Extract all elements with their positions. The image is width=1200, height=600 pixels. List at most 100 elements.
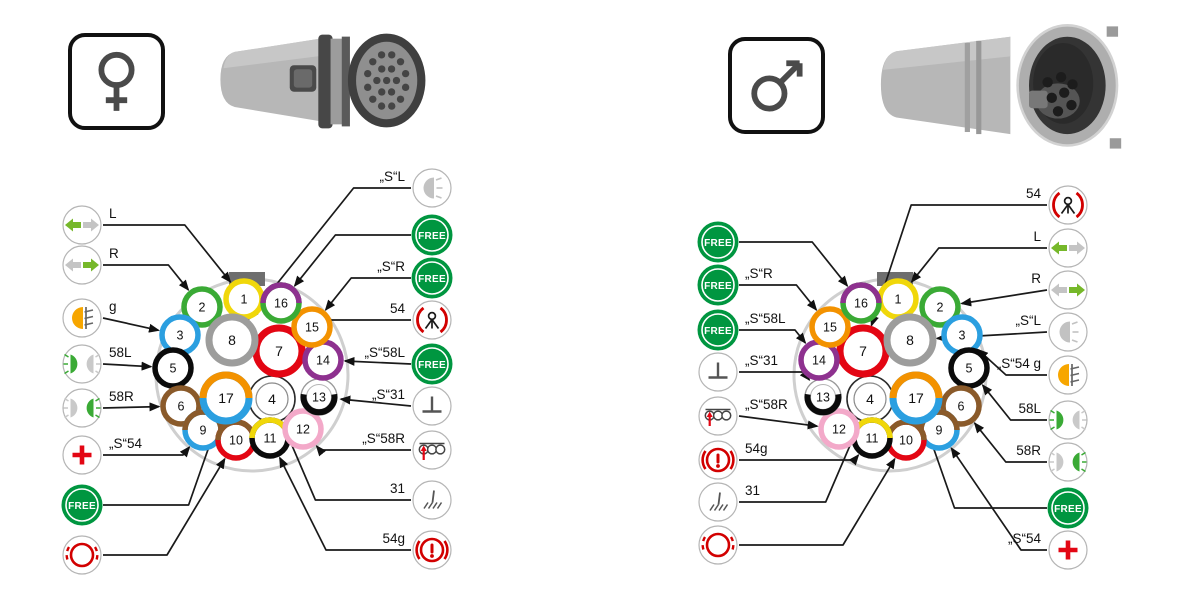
pin-12: 12 xyxy=(282,408,324,450)
pin-number: 5 xyxy=(170,362,177,376)
pin-number: 11 xyxy=(264,432,277,446)
lamp-58r-icon xyxy=(1048,442,1088,482)
pin-number: 16 xyxy=(854,297,868,311)
pin-10: 10 xyxy=(215,419,257,461)
leader-line-pin-5 xyxy=(102,361,153,371)
pin-number: 15 xyxy=(823,321,837,335)
leader-line-pin-15 xyxy=(739,284,818,311)
leader-line-pin-14 xyxy=(739,329,807,344)
pin-2: 2 xyxy=(181,286,223,328)
pin-number: 13 xyxy=(312,391,326,405)
callout-label-pin-15: „S“R xyxy=(745,266,773,281)
pin-2: 2 xyxy=(919,286,961,328)
pin-number: 7 xyxy=(859,343,867,359)
callout-icons-labels: FREE FREE „S“R FREE „S“58L „S“31 „S“58R 54g 3 15 4… xyxy=(697,185,1089,570)
pin-number: 2 xyxy=(199,301,206,315)
pin-number: 3 xyxy=(177,329,184,343)
callout-label-pin-14: „S“58L xyxy=(745,311,786,326)
pin-1: 1 xyxy=(223,278,265,320)
male-connector-photo xyxy=(855,18,1145,158)
leader-line-pin-3 xyxy=(977,348,1047,376)
callout-label-pin-7: 54 xyxy=(1026,186,1042,201)
pin-17: 17 xyxy=(889,371,943,425)
pin-15: 15 xyxy=(291,306,333,348)
pin-3: 3 xyxy=(941,314,983,356)
leader-line-pin-4 xyxy=(281,422,411,501)
callout-label-pin-12: „S“58R xyxy=(745,397,788,412)
callout-label-pin-1: L xyxy=(1033,229,1041,244)
lamp-s-icon xyxy=(1048,312,1088,352)
pin-number: 16 xyxy=(274,297,288,311)
svg-text:FREE: FREE xyxy=(704,238,732,249)
leader-line-pin-12 xyxy=(315,445,411,457)
svg-text:FREE: FREE xyxy=(418,231,446,242)
svg-text:FREE: FREE xyxy=(1054,504,1082,515)
pin-number: 3 xyxy=(959,329,966,343)
pin-number: 10 xyxy=(229,434,243,448)
svg-text:FREE: FREE xyxy=(68,501,96,512)
callout-label-pin-13: „S“31 xyxy=(372,387,405,402)
leader-line-pin-16 xyxy=(293,234,411,287)
callout-label-pin-8: „S“L xyxy=(379,169,405,184)
plus-icon xyxy=(1048,530,1088,570)
ground-icon xyxy=(412,480,452,520)
svg-text:FREE: FREE xyxy=(418,274,446,285)
callout-label-pin-12: „S“58R xyxy=(362,431,405,446)
leader-line-pin-2 xyxy=(103,264,190,291)
leader-lines xyxy=(102,187,412,556)
leader-line-pin-10 xyxy=(103,457,226,556)
ground-t-icon xyxy=(698,352,738,392)
callout-label-pin-2: R xyxy=(109,246,119,261)
leader-line-pin-17 xyxy=(103,422,219,506)
callout-label-pin-6: 58R xyxy=(1016,443,1041,458)
pin-number: 9 xyxy=(936,424,943,438)
pin-16: 16 xyxy=(840,282,882,324)
pin-number: 8 xyxy=(228,332,236,348)
pin-number: 14 xyxy=(316,354,330,368)
male-gender-icon xyxy=(751,60,803,112)
callout-label-pin-1: L xyxy=(109,206,117,221)
brake-warn-icon xyxy=(698,440,738,480)
leader-line-pin-11 xyxy=(279,456,411,551)
brake-54-icon xyxy=(412,300,452,340)
callout-label-pin-14: „S“58L xyxy=(364,345,405,360)
leader-line-pin-1 xyxy=(910,247,1047,283)
callout-label-pin-8: „S“L xyxy=(1015,313,1041,328)
ground-icon xyxy=(698,482,738,522)
callout-label-pin-13: „S“31 xyxy=(745,353,778,368)
brake-54-icon xyxy=(1048,185,1088,225)
pin-number: 14 xyxy=(812,354,826,368)
brake-circle-icon xyxy=(698,525,738,565)
leader-line-pin-5 xyxy=(981,384,1047,421)
leader-line-pin-9 xyxy=(950,446,1047,551)
pin-number: 8 xyxy=(906,332,914,348)
lamp-58l-icon xyxy=(62,344,102,384)
female-gender-icon xyxy=(98,51,135,111)
axle-lamps-icon xyxy=(412,430,452,470)
pin-number: 2 xyxy=(937,301,944,315)
leader-line-pin-14 xyxy=(343,356,412,366)
free-icon: FREE xyxy=(697,309,739,351)
callout-label-pin-11: 54g xyxy=(745,441,768,456)
leader-line-pin-6 xyxy=(102,402,161,412)
pin-number: 15 xyxy=(305,321,319,335)
pin-number: 7 xyxy=(275,343,283,359)
callout-label-pin-3: „S“54 g xyxy=(997,356,1041,371)
leader-line-pin-13 xyxy=(739,369,811,381)
pin-15: 15 xyxy=(809,306,851,348)
free-icon: FREE xyxy=(411,343,453,385)
free-icon: FREE xyxy=(61,484,103,526)
pin-8: 8 xyxy=(205,313,259,367)
pin-number: 4 xyxy=(866,391,874,407)
male-symbol xyxy=(728,37,825,134)
leader-line-pin-4 xyxy=(739,422,861,503)
free-icon: FREE xyxy=(1047,487,1089,529)
turn-left-icon xyxy=(62,205,102,245)
pin-13: 13 xyxy=(804,378,842,416)
leader-line-pin-2 xyxy=(960,289,1048,307)
axle-lamps-icon xyxy=(698,396,738,436)
